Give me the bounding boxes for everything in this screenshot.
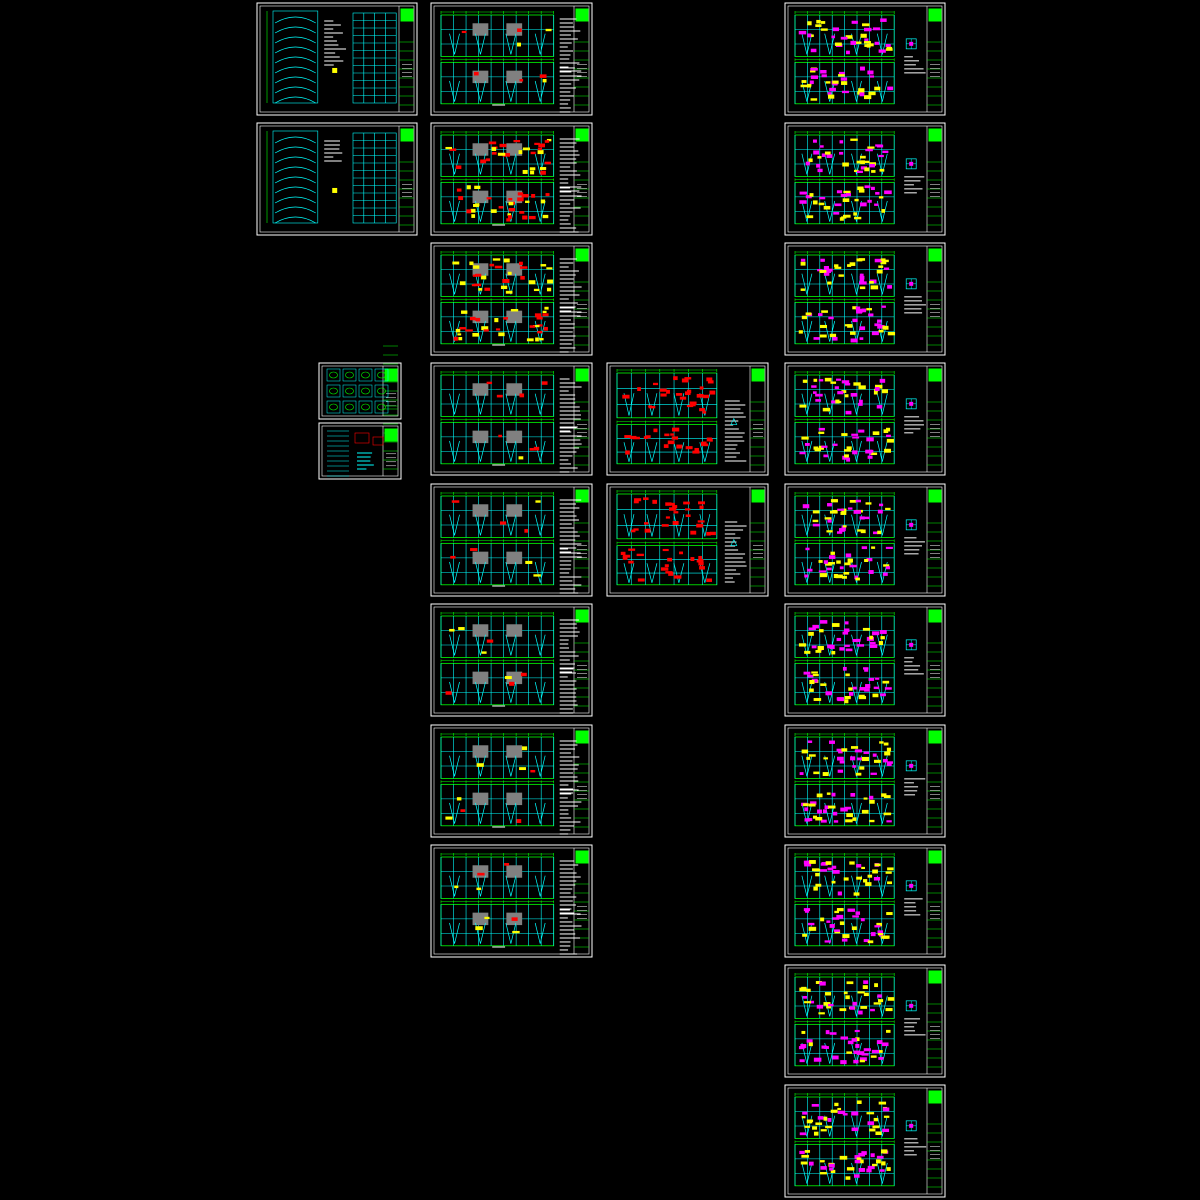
drawing-sheet[interactable] bbox=[784, 844, 946, 958]
drawing-sheet[interactable] bbox=[430, 844, 593, 958]
drawing-sheet[interactable] bbox=[784, 122, 946, 236]
drawing-sheet[interactable] bbox=[318, 345, 402, 420]
drawing-sheet[interactable] bbox=[256, 2, 418, 116]
drawing-sheet[interactable] bbox=[784, 603, 946, 717]
drawing-sheet[interactable] bbox=[784, 724, 946, 838]
drawing-sheet[interactable] bbox=[430, 362, 593, 476]
drawing-sheet[interactable] bbox=[784, 483, 946, 597]
drawing-sheet[interactable] bbox=[784, 242, 946, 356]
drawing-sheet[interactable] bbox=[318, 405, 402, 480]
drawing-sheet[interactable] bbox=[430, 2, 593, 116]
drawing-sheet[interactable] bbox=[784, 964, 946, 1078]
drawing-sheet[interactable] bbox=[606, 483, 769, 597]
drawing-sheet[interactable] bbox=[430, 724, 593, 838]
drawing-sheet[interactable] bbox=[784, 2, 946, 116]
drawing-sheet[interactable] bbox=[256, 122, 418, 236]
drawing-sheet[interactable] bbox=[430, 603, 593, 717]
drawing-sheet[interactable] bbox=[430, 242, 593, 356]
drawing-sheet[interactable] bbox=[430, 483, 593, 597]
drawing-sheet[interactable] bbox=[430, 122, 593, 236]
drawing-sheet[interactable] bbox=[784, 1084, 946, 1198]
drawing-sheet[interactable] bbox=[606, 362, 769, 476]
drawing-sheet[interactable] bbox=[784, 362, 946, 476]
sheets-layer bbox=[256, 2, 946, 1198]
